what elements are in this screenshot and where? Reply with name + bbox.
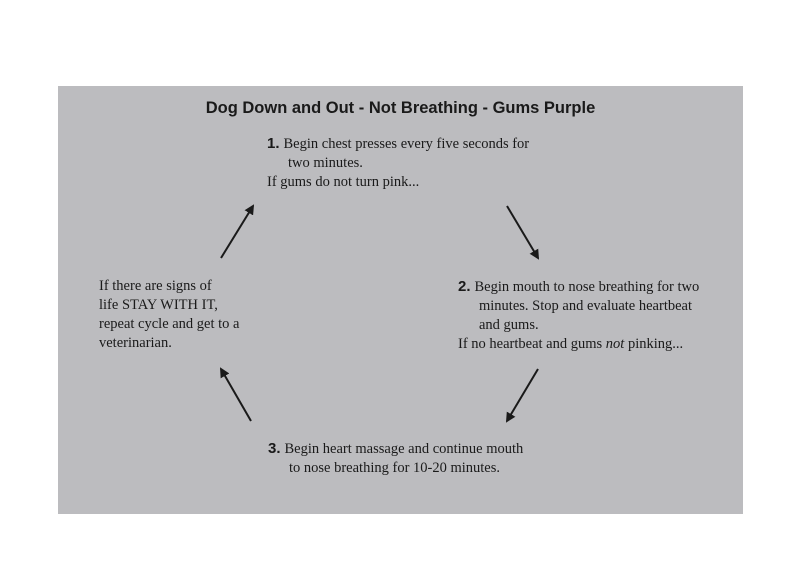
diagram-panel: Dog Down and Out - Not Breathing - Gums … (58, 86, 743, 514)
step-2: 2.Begin mouth to nose breathing for two … (458, 277, 699, 354)
step-1-line-2: two minutes. (288, 155, 363, 171)
step-1: 1.Begin chest presses every five seconds… (267, 134, 529, 192)
step-2-text-1: Begin mouth to nose breathing for two (474, 279, 700, 295)
arrow-step2-to-step3 (505, 368, 539, 423)
step-1-line-3: If gums do not turn pink... (267, 174, 420, 190)
cycle-note-line-1: If there are signs of (99, 278, 212, 294)
arrow-note-to-step1 (220, 204, 255, 259)
cycle-note: If there are signs of life STAY WITH IT,… (99, 277, 240, 353)
step-3-number: 3. (268, 440, 281, 457)
diagram-title: Dog Down and Out - Not Breathing - Gums … (205, 99, 596, 117)
cycle-note-line-3: repeat cycle and get to a (99, 316, 240, 332)
step-3-line-1: 3.Begin heart massage and continue mouth (268, 439, 523, 459)
step-2-line-4-emphasis: not (605, 336, 625, 352)
cycle-note-line-2: life STAY WITH IT, (99, 297, 218, 313)
step-1-text-1: Begin chest presses every five seconds f… (283, 136, 530, 152)
step-2-line-1: 2.Begin mouth to nose breathing for two (458, 277, 699, 297)
step-2-line-4-suffix: pinking... (624, 336, 684, 352)
arrow-step3-to-note (220, 367, 252, 422)
step-2-line-2: minutes. Stop and evaluate heartbeat (479, 298, 692, 314)
step-2-line-3: and gums. (479, 317, 539, 333)
step-1-number: 1. (267, 135, 280, 152)
step-3-text-1: Begin heart massage and continue mouth (284, 441, 524, 457)
step-1-line-1: 1.Begin chest presses every five seconds… (267, 134, 529, 154)
cycle-note-line-4: veterinarian. (99, 335, 172, 351)
step-3: 3.Begin heart massage and continue mouth… (268, 439, 523, 478)
step-2-number: 2. (458, 278, 471, 295)
step-3-line-2: to nose breathing for 10-20 minutes. (289, 460, 501, 476)
step-2-line-4-prefix: If no heartbeat and gums (458, 336, 606, 352)
step-2-line-4: If no heartbeat and gums not pinking... (458, 335, 699, 354)
arrow-step1-to-step2 (506, 205, 540, 260)
